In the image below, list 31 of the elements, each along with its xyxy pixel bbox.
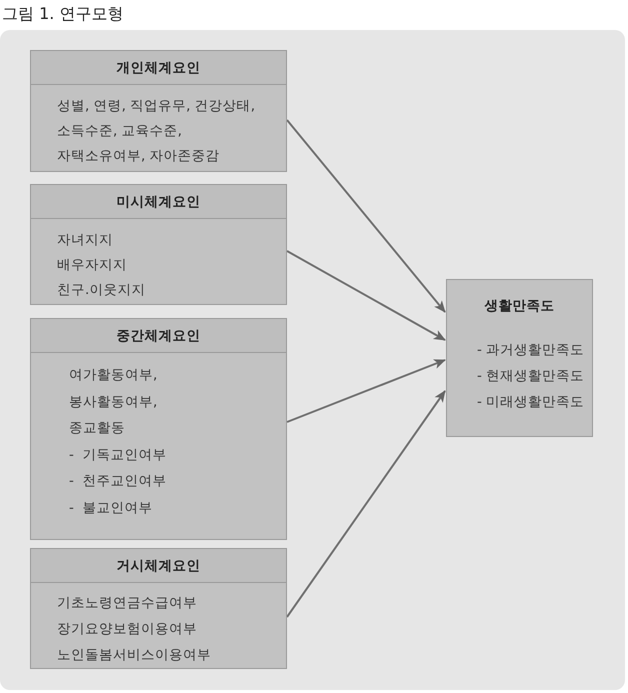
factor-box [30, 184, 287, 305]
list-item: 친구.이웃지지 [57, 281, 146, 300]
list-item: 장기요양보험이용여부 [57, 620, 198, 639]
box-heading: 중간체계요인 [31, 319, 286, 353]
list-item: - 불교인여부 [69, 498, 154, 518]
factor-box [30, 50, 287, 172]
box-heading: 생활만족도 [484, 297, 556, 315]
list-item: - 과거생활만족도 [476, 341, 586, 360]
arrow [286, 359, 446, 423]
list-item: - 기독교인여부 [69, 446, 168, 464]
list-item: 종교활동 [69, 419, 126, 438]
list-item: 자녀지지 [57, 231, 114, 250]
factor-box [446, 279, 593, 437]
factor-box [30, 318, 287, 540]
box-heading: 거시체계요인 [31, 549, 286, 583]
list-item: - 현재생활만족도 [476, 367, 586, 386]
figure-title: 그림 1. 연구모형 [2, 4, 124, 25]
list-item: 여가활동여부, [69, 366, 158, 385]
list-item: 배우자지지 [57, 256, 128, 275]
arrow [286, 250, 446, 341]
list-item: 성별, 연령, 직업유무, 건강상태, 소득수준, 교육수준, 자택소유여부, 자아존중감 [57, 97, 256, 166]
arrow [286, 390, 446, 618]
list-item: - 미래생활만족도 [476, 393, 586, 412]
list-item: 노인돌봄서비스이용여부 [57, 646, 212, 665]
list-item: 기초노령연금수급여부 [57, 594, 198, 613]
list-item: - 천주교인여부 [69, 472, 168, 491]
list-item: 봉사활동여부, [69, 392, 158, 412]
factor-box [30, 548, 287, 669]
box-heading: 개인체계요인 [31, 51, 286, 85]
box-heading: 미시체계요인 [31, 185, 286, 219]
arrow [286, 119, 446, 313]
